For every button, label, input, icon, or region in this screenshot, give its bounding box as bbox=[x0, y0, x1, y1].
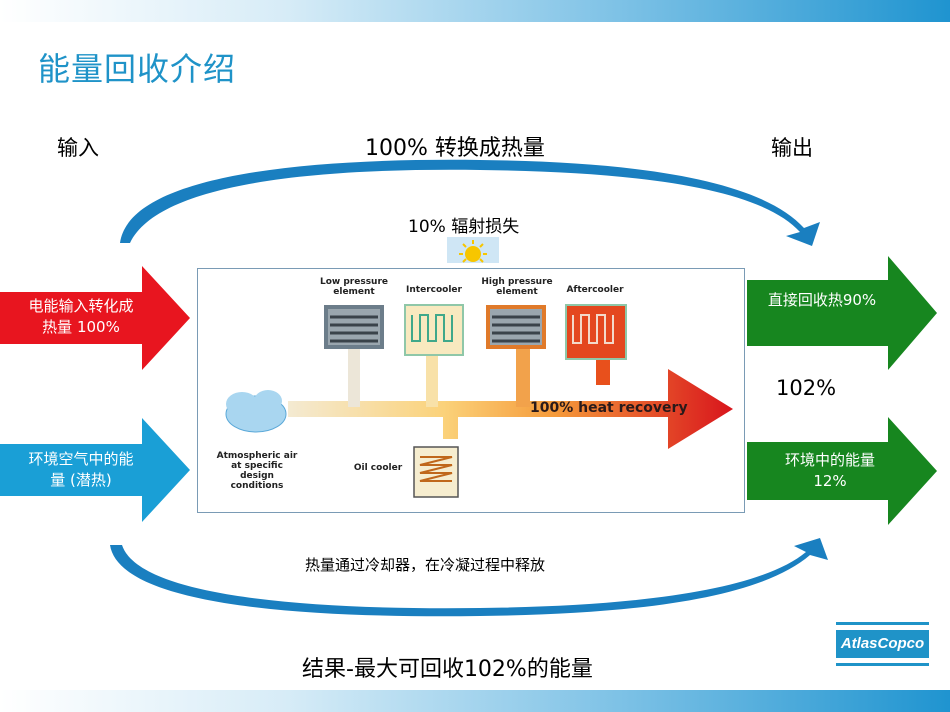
conversion-label: 100% 转换成热量 bbox=[365, 136, 545, 161]
atmospheric-air-cloud bbox=[225, 390, 287, 433]
ambient-air-text: 环境空气中的能 量 (潜热) bbox=[28, 450, 134, 489]
heat-flow-arrow bbox=[288, 369, 733, 449]
electric-input-arrow bbox=[0, 266, 190, 370]
atlas-copco-logo: AtlasCopco bbox=[836, 622, 929, 666]
oil-cooler bbox=[413, 446, 459, 498]
intercooler-label: Intercooler bbox=[406, 285, 462, 295]
ambient-energy-arrow bbox=[747, 417, 937, 525]
result-label: 结果-最大可回收102%的能量 bbox=[302, 657, 593, 682]
oil-cooler-label: Oil cooler bbox=[353, 463, 403, 473]
output-label: 输出 bbox=[771, 136, 813, 160]
sun-icon bbox=[447, 237, 499, 263]
electric-input-text: 电能输入转化成 热量 100% bbox=[28, 297, 134, 336]
percent-102-label: 102% bbox=[776, 376, 837, 400]
aftercooler bbox=[565, 304, 627, 360]
low-pressure-element bbox=[324, 305, 384, 349]
top-curved-arrow bbox=[120, 159, 820, 246]
bottom-curved-arrow bbox=[110, 538, 828, 617]
page-title: 能量回收介绍 bbox=[38, 50, 237, 88]
high-pressure-element bbox=[486, 305, 546, 349]
radiation-loss-label: 10% 辐射损失 bbox=[408, 217, 520, 237]
direct-recovery-text: 直接回收热90% bbox=[767, 291, 877, 309]
bottom-decor-bar bbox=[0, 690, 950, 712]
ambient-air-input-arrow bbox=[0, 418, 190, 522]
bottom-note-label: 热量通过冷却器，在冷凝过程中释放 bbox=[305, 556, 546, 574]
aftercooler-label: Aftercooler bbox=[566, 285, 624, 295]
input-label: 输入 bbox=[57, 136, 99, 160]
heat-recovery-label: 100% heat recovery bbox=[530, 400, 688, 416]
direct-recovery-arrow bbox=[747, 256, 937, 370]
intercooler bbox=[404, 304, 464, 356]
ambient-energy-text: 环境中的能量 12% bbox=[784, 451, 875, 490]
top-decor-bar bbox=[0, 0, 950, 22]
